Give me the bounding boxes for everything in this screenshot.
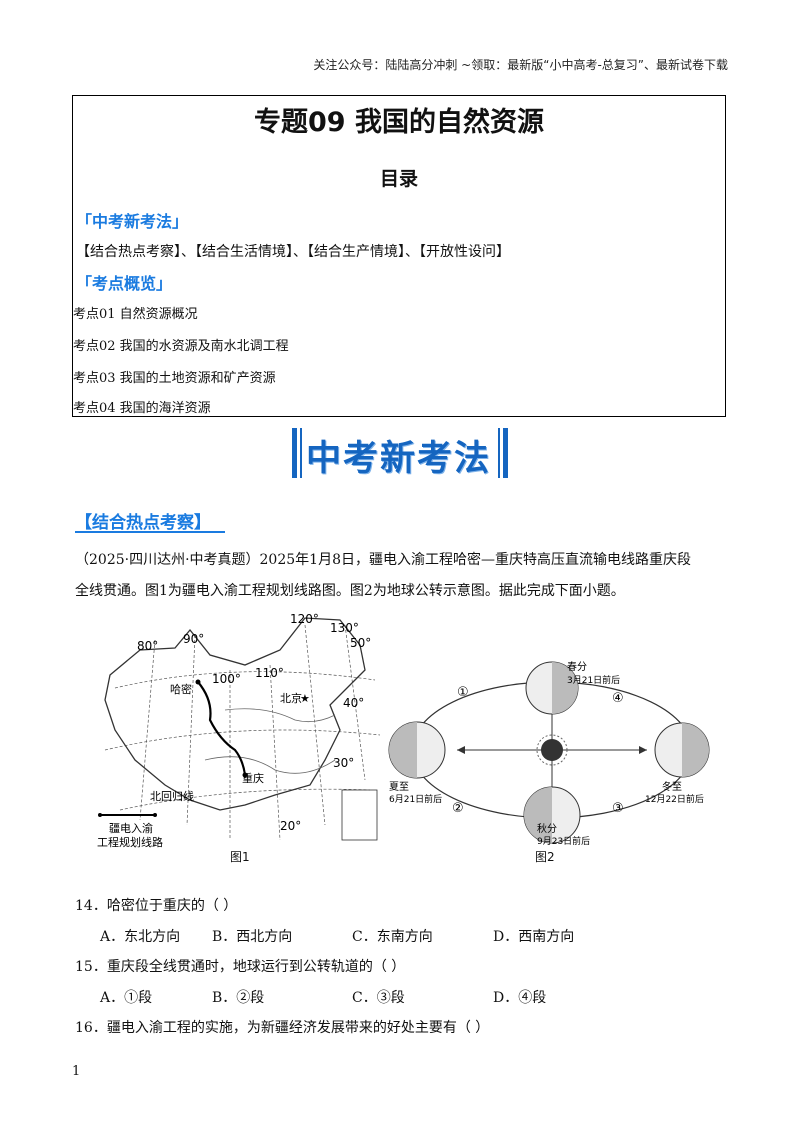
section-heading-underline: [75, 531, 225, 533]
svg-text:100°: 100°: [212, 672, 241, 686]
legend-label-2: 工程规划线路: [97, 835, 163, 849]
place-label-hami: 哈密: [170, 682, 192, 696]
place-label-chongqing: 重庆: [242, 771, 264, 785]
figure-1-map: ★ 80° 90° 100° 110° 120° 130° 50° 40° 30…: [95, 610, 385, 860]
q15-option-d[interactable]: D．④段: [493, 990, 547, 1006]
svg-text:30°: 30°: [333, 756, 354, 770]
earth-autumn-icon: [523, 786, 581, 844]
svg-text:夏至: 夏至: [389, 781, 409, 793]
segment-label-3: ③: [612, 801, 624, 816]
question-14-stem: 14．哈密位于重庆的（ ）: [75, 898, 238, 914]
svg-text:80°: 80°: [137, 639, 158, 653]
orbit-svg: ① ② ③ ④ 春分 3月21日前后 夏至 6月21日前后 秋分 9月23日前后…: [388, 661, 710, 847]
banner-bar-right: [503, 428, 508, 478]
intro-line-2: 全线贯通。图1为疆电入渝工程规划线路图。图2为地球公转示意图。据此完成下面小题。: [75, 583, 625, 599]
beijing-star-icon: ★: [300, 692, 310, 705]
figure-1-caption: 图1: [230, 850, 250, 864]
china-outline: [104, 617, 366, 811]
svg-text:春分: 春分: [567, 661, 587, 673]
q14-option-b[interactable]: B．西北方向: [212, 929, 293, 945]
earth-spring-icon: [525, 661, 579, 715]
svg-text:3月21日前后: 3月21日前后: [567, 674, 620, 686]
earth-summer-icon: [388, 721, 446, 779]
svg-text:120°: 120°: [290, 612, 319, 626]
toc-section-new-methods: 「中考新考法」: [76, 212, 189, 231]
svg-text:40°: 40°: [343, 696, 364, 710]
legend-label-1: 疆电入渝: [109, 821, 153, 835]
section-banner: 中考新考法: [292, 428, 508, 479]
svg-text:50°: 50°: [350, 636, 371, 650]
segment-label-4: ④: [612, 691, 624, 706]
banner-bar-right-thin: [498, 428, 500, 478]
question-15-stem: 15．重庆段全线贯通时，地球运行到公转轨道的（ ）: [75, 959, 406, 975]
q15-option-c[interactable]: C．③段: [352, 990, 405, 1006]
svg-text:秋分: 秋分: [537, 822, 557, 835]
banner-bar-left-thin: [300, 428, 302, 478]
toc-item[interactable]: 考点03 我国的土地资源和矿产资源: [73, 371, 276, 386]
svg-text:110°: 110°: [255, 666, 284, 680]
q15-option-a[interactable]: A．①段: [100, 990, 153, 1006]
page-title: 专题09 我国的自然资源: [254, 107, 544, 138]
svg-text:130°: 130°: [330, 621, 359, 635]
q15-option-b[interactable]: B．②段: [212, 990, 265, 1006]
toc-box: 专题09 我国的自然资源 目录 「中考新考法」 【结合热点考察】、【结合生活情境…: [72, 95, 726, 417]
segment-label-2: ②: [452, 801, 464, 816]
svg-text:冬至: 冬至: [662, 780, 682, 793]
banner-bar-left: [292, 428, 297, 478]
toc-section-overview: 「考点概览」: [76, 274, 173, 293]
earth-winter-icon: [654, 722, 710, 778]
toc-subtitle: 目录: [379, 168, 418, 190]
svg-text:90°: 90°: [183, 632, 204, 646]
toc-method-list: 【结合热点考察】、【结合生活情境】、【结合生产情境】、【开放性设问】: [76, 244, 510, 260]
page-number: 1: [72, 1064, 81, 1079]
q14-option-c[interactable]: C．东南方向: [352, 929, 433, 945]
toc-item[interactable]: 考点04 我国的海洋资源: [73, 401, 211, 416]
q14-option-a[interactable]: A．东北方向: [100, 929, 181, 945]
sun-icon: [541, 739, 563, 761]
toc-item[interactable]: 考点01 自然资源概况: [73, 307, 198, 322]
intro-line-1: （2025·四川达州·中考真题）2025年1月8日，疆电入渝工程哈密—重庆特高压…: [75, 552, 691, 568]
tropic-label: 北回归线: [150, 789, 194, 803]
svg-text:20°: 20°: [280, 819, 301, 833]
q14-option-d[interactable]: D．西南方向: [493, 929, 575, 945]
banner-text: 中考新考法: [306, 439, 492, 479]
section-heading: 【结合热点考察】: [75, 513, 211, 533]
place-label-beijing: 北京: [280, 691, 302, 705]
toc-item[interactable]: 考点02 我国的水资源及南水北调工程: [73, 339, 289, 354]
figure-2-orbit: ① ② ③ ④ 春分 3月21日前后 夏至 6月21日前后 秋分 9月23日前后…: [387, 650, 717, 850]
figure-2-caption: 图2: [535, 850, 555, 864]
svg-text:12月22日前后: 12月22日前后: [645, 793, 704, 805]
svg-text:9月23日前后: 9月23日前后: [537, 835, 590, 847]
question-16-stem: 16．疆电入渝工程的实施，为新疆经济发展带来的好处主要有（ ）: [75, 1020, 490, 1036]
route-line: [197, 681, 247, 776]
svg-text:6月21日前后: 6月21日前后: [389, 793, 442, 805]
china-map-svg: ★ 80° 90° 100° 110° 120° 130° 50° 40° 30…: [97, 612, 381, 849]
header-note: 关注公众号：陆陆高分冲刺 ~领取：最新版“小中高考-总复习”、最新试卷下载: [313, 58, 728, 72]
segment-label-1: ①: [457, 685, 469, 700]
